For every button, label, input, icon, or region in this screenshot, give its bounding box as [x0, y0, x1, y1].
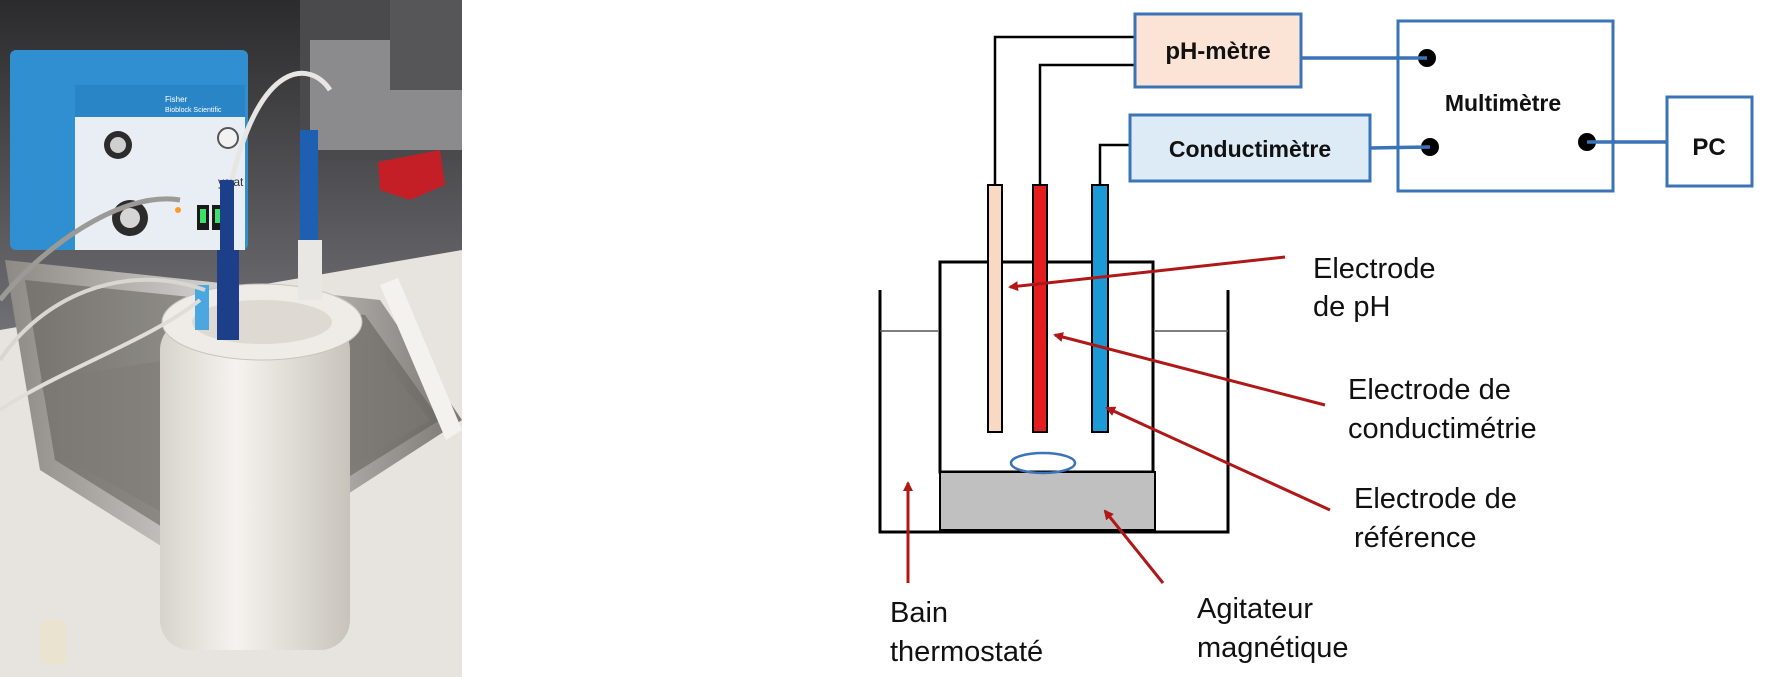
multimeter-box: Multimètre: [1396, 19, 1615, 193]
ph-meter-box: pH-mètre: [1133, 12, 1303, 89]
conductimeter-label: Conductimètre: [1169, 136, 1331, 162]
ph-electrode-label: Electrode de pH: [1313, 253, 1444, 323]
multimeter-label: Multimètre: [1445, 90, 1561, 116]
data-wires: [1301, 56, 1667, 150]
pc-box: PC: [1665, 95, 1754, 188]
stir-bar: [1009, 451, 1077, 475]
conductimeter-box: Conductimètre: [1128, 113, 1372, 183]
ph-meter-label: pH-mètre: [1165, 38, 1270, 65]
conductivity-electrode: [1032, 184, 1048, 433]
reference-electrode-label: Electrode de référence: [1354, 483, 1525, 554]
ph-electrode: [987, 184, 1003, 433]
svg-text:Fisher: Fisher: [165, 95, 188, 104]
lab-setup-photo: Fisher Bioblock Scientific ystat: [0, 0, 462, 677]
reference-electrode: [1091, 184, 1109, 433]
stirrer-label: Agitateur magnétique: [1197, 593, 1349, 664]
annotation-arrows: [903, 255, 1331, 584]
svg-text:Bioblock Scientific: Bioblock Scientific: [165, 107, 222, 114]
conductivity-electrode-label: Electrode de conductimétrie: [1348, 374, 1537, 445]
pc-label: PC: [1692, 134, 1725, 161]
bath-label: Bain thermostaté: [890, 597, 1043, 668]
magnetic-stirrer: [939, 471, 1156, 531]
thermostat-unit: Fisher Bioblock Scientific ystat: [10, 50, 248, 250]
thermostated-bath: [878, 290, 1230, 534]
